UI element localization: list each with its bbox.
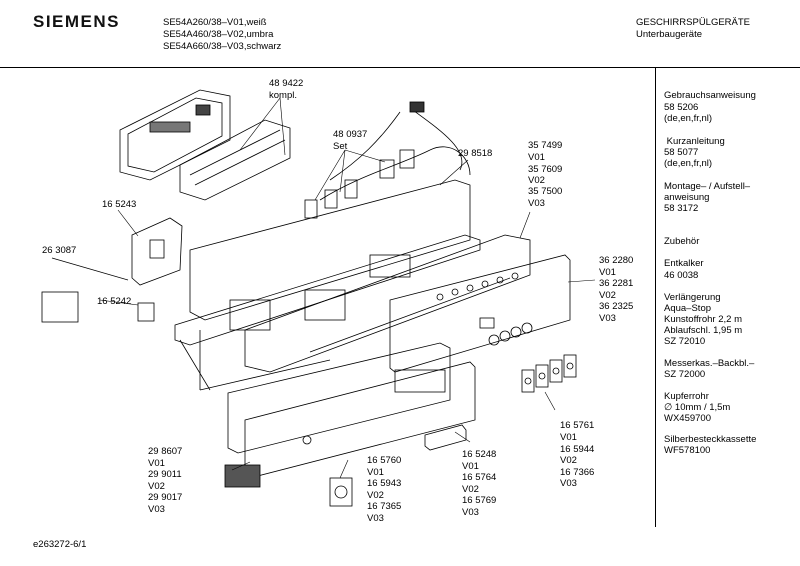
category-title: GESCHIRRSPÜLGERÄTE	[636, 17, 751, 28]
sidebar-quickguide-title: Kurzanleitung	[664, 136, 725, 147]
part-165248-line-1: 16 5248	[462, 449, 497, 460]
frame-part	[174, 179, 481, 391]
sidebar-descaler-number: 46 0038	[664, 270, 699, 281]
part-263087-number: 26 3087	[42, 245, 77, 256]
sidebar-extension-number: SZ 72010	[664, 336, 706, 347]
model-line-2: SE54A460/38–V02,umbra	[163, 29, 274, 40]
sidebar-cutlery-tray-title: Messerkas.–Backbl.–	[664, 358, 755, 369]
part-298518-number: 29 8518	[458, 148, 493, 159]
part-362280-line-2: V01	[599, 267, 616, 278]
sidebar-extension-line-4: Ablaufschl. 1,95 m	[664, 325, 743, 336]
part-165761-line-1: 16 5761	[560, 420, 595, 431]
part-480937-note: Set	[333, 141, 348, 152]
door-front-part	[224, 342, 476, 488]
sidebar-silver-cassette-title: Silberbesteckkassette	[664, 434, 757, 445]
knob-part	[329, 477, 353, 507]
sidebar-manual-number: 58 5206	[664, 102, 699, 113]
sidebar-extension-line-3: Kunstoffrohr 2,2 m	[664, 314, 742, 325]
part-357499-line-4: V02	[528, 175, 545, 186]
sidebar-quickguide-number: 58 5077	[664, 147, 699, 158]
sidebar-extension-line-2: Aqua–Stop	[664, 303, 712, 314]
part-165248-line-3: 16 5764	[462, 472, 497, 483]
part-362280-line-5: 36 2325	[599, 301, 634, 312]
sidebar-quickguide-langs: (de,en,fr,nl)	[664, 158, 713, 169]
sidebar-descaler-title: Entkalker	[664, 258, 704, 269]
sidebar-copper-pipe-size: ∅ 10mm / 1,5m	[664, 402, 731, 413]
part-489422-number: 48 9422	[269, 78, 304, 89]
part-362280-line-6: V03	[599, 313, 616, 324]
part-165760-line-6: V03	[367, 513, 384, 524]
part-165761-line-5: 16 7366	[560, 467, 595, 478]
sidebar-silver-cassette-number: WF578100	[664, 445, 711, 456]
sidebar-install-title-2: anweisung	[664, 192, 710, 203]
part-298607-line-2: V01	[148, 458, 165, 469]
part-165760-line-1: 16 5760	[367, 455, 402, 466]
part-165761-line-4: V02	[560, 455, 577, 466]
part-165760-line-4: V02	[367, 490, 384, 501]
leader-lines	[99, 97, 596, 479]
part-298607-line-3: 29 9011	[148, 469, 182, 480]
part-489422-note: kompl.	[269, 90, 297, 101]
sidebar-install-number: 58 3172	[664, 203, 699, 214]
part-165248-line-6: V03	[462, 507, 479, 518]
brand-logo: SIEMENS	[33, 12, 121, 31]
part-165761-line-2: V01	[560, 432, 577, 443]
sidebar-manual-title: Gebrauchsanweisung	[664, 90, 756, 101]
part-357499-line-6: V03	[528, 198, 545, 209]
part-165248-line-5: 16 5769	[462, 495, 497, 506]
sidebar-copper-pipe-number: WX459700	[664, 413, 712, 424]
part-165761-line-6: V03	[560, 478, 577, 489]
part-357499-line-2: V01	[528, 152, 545, 163]
part-480937-number: 48 0937	[333, 129, 368, 140]
part-362280-line-3: 36 2281	[599, 278, 634, 289]
front-panel-part	[389, 254, 571, 373]
part-165760-line-2: V01	[367, 467, 384, 478]
part-165760-line-5: 16 7365	[367, 501, 402, 512]
document-id: e263272-6/1	[33, 539, 87, 550]
button-strip-part	[424, 424, 467, 451]
part-362280-line-4: V02	[599, 290, 616, 301]
part-357499-line-5: 35 7500	[528, 186, 563, 197]
part-298607-line-5: 29 9017	[148, 492, 183, 503]
sidebar-divider	[655, 67, 656, 527]
part-298607-line-6: V03	[148, 504, 165, 515]
sidebar-copper-pipe-title: Kupferrohr	[664, 391, 709, 402]
button-set-part	[521, 354, 577, 393]
sidebar-extension-title: Verlängerung	[664, 292, 721, 303]
part-357499-line-3: 35 7609	[528, 164, 563, 175]
part-362280-line-1: 36 2280	[599, 255, 634, 266]
control-module-part	[119, 89, 291, 201]
model-line-3: SE54A660/38–V03,schwarz	[163, 41, 282, 52]
header-divider	[0, 67, 800, 68]
part-165760-line-3: 16 5943	[367, 478, 402, 489]
sidebar-manual-langs: (de,en,fr,nl)	[664, 113, 713, 124]
model-line-1: SE54A260/38–V01,weiß	[163, 17, 267, 28]
part-298607-line-4: V02	[148, 481, 165, 492]
part-165243-number: 16 5243	[102, 199, 137, 210]
control-panel-part	[244, 234, 531, 373]
part-165248-line-2: V01	[462, 461, 479, 472]
sidebar-cutlery-tray-number: SZ 72000	[664, 369, 706, 380]
part-357499-line-1: 35 7499	[528, 140, 563, 151]
sidebar-install-title-1: Montage– / Aufstell–	[664, 181, 751, 192]
connector-part	[41, 291, 155, 323]
part-165242-number: 16 5242	[97, 296, 132, 307]
sidebar-accessories-heading: Zubehör	[664, 236, 700, 247]
rod-part	[51, 257, 129, 281]
part-165761-line-3: 16 5944	[560, 444, 595, 455]
part-298607-line-1: 29 8607	[148, 446, 183, 457]
cable-set-part	[304, 101, 471, 219]
bracket-part	[131, 217, 183, 286]
part-165248-line-4: V02	[462, 484, 479, 495]
subcategory-title: Unterbaugeräte	[636, 29, 703, 40]
